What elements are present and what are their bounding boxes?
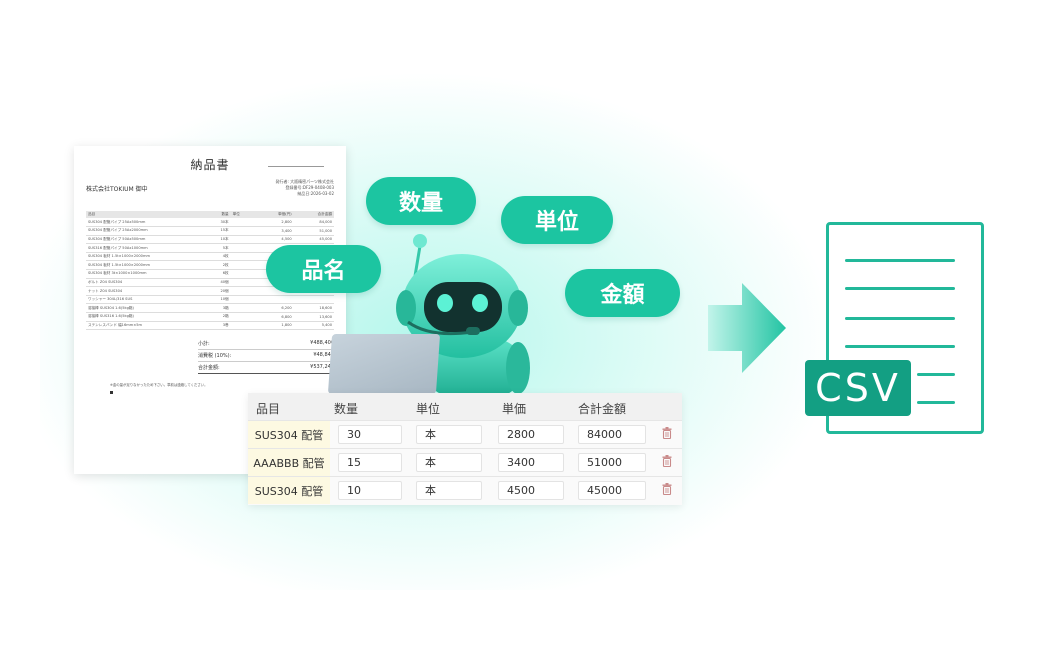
bubble-item-name: 品名 [266, 245, 381, 293]
document-table-header: 品目 数量 単位 単価(円) 合計金額 [86, 211, 334, 218]
cell-quantity[interactable]: 10 [338, 481, 402, 500]
arrow-right-icon [708, 283, 786, 373]
csv-badge: CSV [805, 360, 911, 416]
trash-icon[interactable] [662, 427, 672, 439]
delivery-slip-document: 納品書 株式会社TOKIUM 御中 発行者: 大阪精密パーツ株式会社 登録番号:… [74, 146, 346, 474]
header-quantity: 数量 [334, 402, 359, 416]
cell-total[interactable]: 51000 [578, 453, 646, 472]
document-mark [110, 391, 113, 395]
bubble-unit: 単位 [501, 196, 613, 244]
document-issuer: 発行者: 大阪精密パーツ株式会社 登録番号:DF29-0408-003 納品日:… [275, 179, 334, 196]
document-table: 品目 数量 単位 単価(円) 合計金額 SUS304 配管パイプ 25Ax500… [86, 211, 334, 331]
cell-unit[interactable]: 本 [416, 481, 482, 500]
laptop-illustration [327, 334, 441, 394]
header-total: 合計金額 [578, 402, 627, 416]
bubble-quantity: 数量 [366, 177, 476, 225]
cell-item[interactable]: AAABBB 配管 [248, 449, 330, 476]
cell-unit-price[interactable]: 4500 [498, 481, 564, 500]
cell-item[interactable]: SUS304 配管 [248, 421, 330, 448]
cell-unit-price[interactable]: 2800 [498, 425, 564, 444]
header-unit-price: 単価 [502, 402, 527, 416]
table-row: SUS304 配管 30 本 2800 84000 [248, 420, 682, 448]
robot-icon [396, 234, 530, 400]
document-note: ※金の量が足りなかったため下さい。準前は連絡してください。 [110, 383, 208, 388]
cell-unit[interactable]: 本 [416, 453, 482, 472]
cell-unit[interactable]: 本 [416, 425, 482, 444]
trash-icon[interactable] [662, 455, 672, 467]
table-header: 品目 数量 単位 単価 合計金額 [248, 393, 682, 420]
cell-quantity[interactable]: 30 [338, 425, 402, 444]
trash-icon[interactable] [662, 483, 672, 495]
document-title: 納品書 [190, 158, 230, 172]
cell-quantity[interactable]: 15 [338, 453, 402, 472]
bubble-amount: 金額 [565, 269, 680, 317]
header-item: 品目 [256, 402, 281, 416]
document-top-line [268, 166, 324, 167]
cell-total[interactable]: 84000 [578, 425, 646, 444]
header-unit: 単位 [416, 402, 441, 416]
document-summary: 小計:¥488,400 消費税 (10%):¥48,840 合計金額:¥537,… [198, 338, 334, 375]
cell-total[interactable]: 45000 [578, 481, 646, 500]
cell-item[interactable]: SUS304 配管 [248, 477, 330, 504]
table-row: AAABBB 配管 15 本 3400 51000 [248, 448, 682, 476]
cell-unit-price[interactable]: 3400 [498, 453, 564, 472]
document-customer: 株式会社TOKIUM 御中 [86, 186, 148, 193]
table-row: SUS304 配管 10 本 4500 45000 [248, 476, 682, 504]
